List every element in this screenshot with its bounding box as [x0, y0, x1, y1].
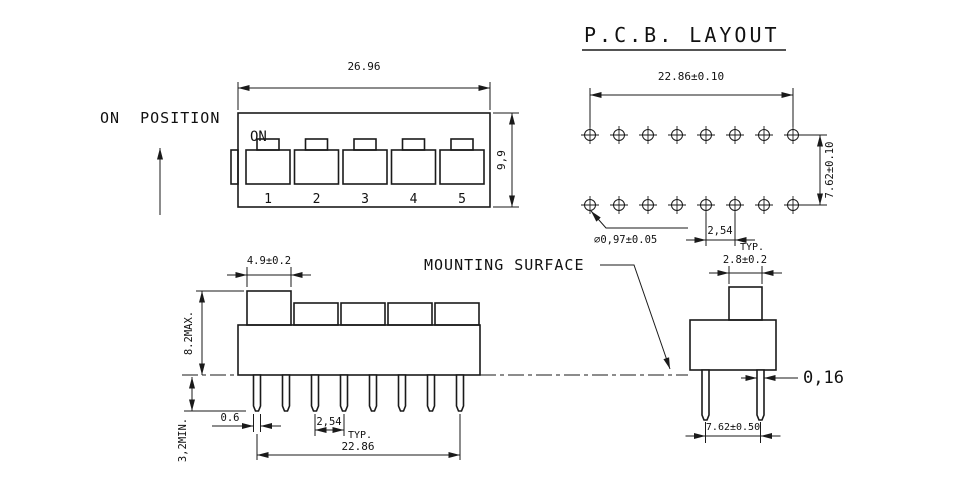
dip-switch-top-view: ON 1 2 3 4 5 26.96 9,9: [230, 60, 519, 208]
mounting-surface-leader: [600, 264, 671, 370]
dim-pin-width: 0.6: [221, 412, 240, 424]
actuator-button: [387, 302, 433, 326]
dim-pin-length: 3,2MIN.: [177, 418, 189, 462]
dim-pin-pitch: 2,54: [316, 416, 341, 428]
dim-end-pin-spacing: 7.62±0.50: [706, 422, 760, 433]
dim-pin-span: 22.86: [341, 440, 374, 453]
pin: [701, 369, 710, 421]
dim-button-width: 4.9±0.2: [247, 255, 291, 267]
switch-number-4: 4: [410, 192, 418, 207]
dim-hole-diameter: ⌀0,97±0.05: [594, 234, 657, 246]
pcb-layout-title: P.C.B. LAYOUT: [584, 23, 780, 47]
actuator-button-raised: [246, 290, 292, 326]
dim-pcb-row-spacing: 7.62±0.10: [824, 142, 836, 199]
dim-pin-thickness: 0,16: [803, 368, 844, 388]
actuator-button: [434, 302, 480, 326]
dim-pcb-width: 22.86±0.10: [658, 70, 724, 83]
switch-number-3: 3: [361, 192, 369, 207]
switch-body-end: [689, 319, 777, 371]
actuator-button: [293, 302, 339, 326]
switch-slot: [293, 138, 340, 185]
hole-pattern: [580, 125, 803, 215]
side-notch: [230, 149, 239, 185]
mounting-surface-callout: MOUNTING SURFACE: [424, 256, 671, 370]
actuator-button-end: [728, 286, 763, 321]
switch-number-2: 2: [313, 192, 321, 207]
switch-slot: [439, 138, 485, 185]
switch-slot: [390, 138, 437, 185]
switch-number-5: 5: [458, 192, 466, 207]
dim-end-button-width: 2.8±0.2: [723, 254, 767, 266]
pin-row: [252, 374, 465, 412]
dim-pin-pitch-typ: TYP.: [348, 430, 372, 441]
switch-number-1: 1: [264, 192, 272, 207]
switch-body-side: [237, 324, 481, 376]
pcb-layout-view: P.C.B. LAYOUT 22.86±0.10 7.62±0.10 ⌀0,97…: [580, 23, 836, 253]
dim-top-width: 26.96: [347, 60, 380, 73]
actuator-button: [340, 302, 386, 326]
hole-diameter-leader: [590, 210, 688, 229]
dim-hole-pitch: 2,54: [707, 225, 732, 237]
dip-switch-end-view: 2.8±0.2 0,16 7.62±0.50: [685, 254, 844, 443]
on-position-label: ON POSITION: [100, 109, 220, 127]
dim-top-height: 9,9: [495, 150, 508, 170]
pin: [756, 369, 765, 421]
mounting-surface-label: MOUNTING SURFACE: [424, 256, 585, 274]
switch-slot: [245, 138, 291, 185]
on-position-callout: ON POSITION: [100, 109, 220, 215]
on-marking: ON: [250, 129, 267, 145]
dip-switch-side-view: 4.9±0.2 8.2MAX. 3,2MIN. 0.6 2,54 TYP. 22…: [177, 255, 688, 462]
dim-body-height: 8.2MAX.: [183, 311, 195, 355]
switch-slot: [342, 138, 388, 185]
dim-hole-pitch-typ: TYP.: [740, 242, 764, 253]
